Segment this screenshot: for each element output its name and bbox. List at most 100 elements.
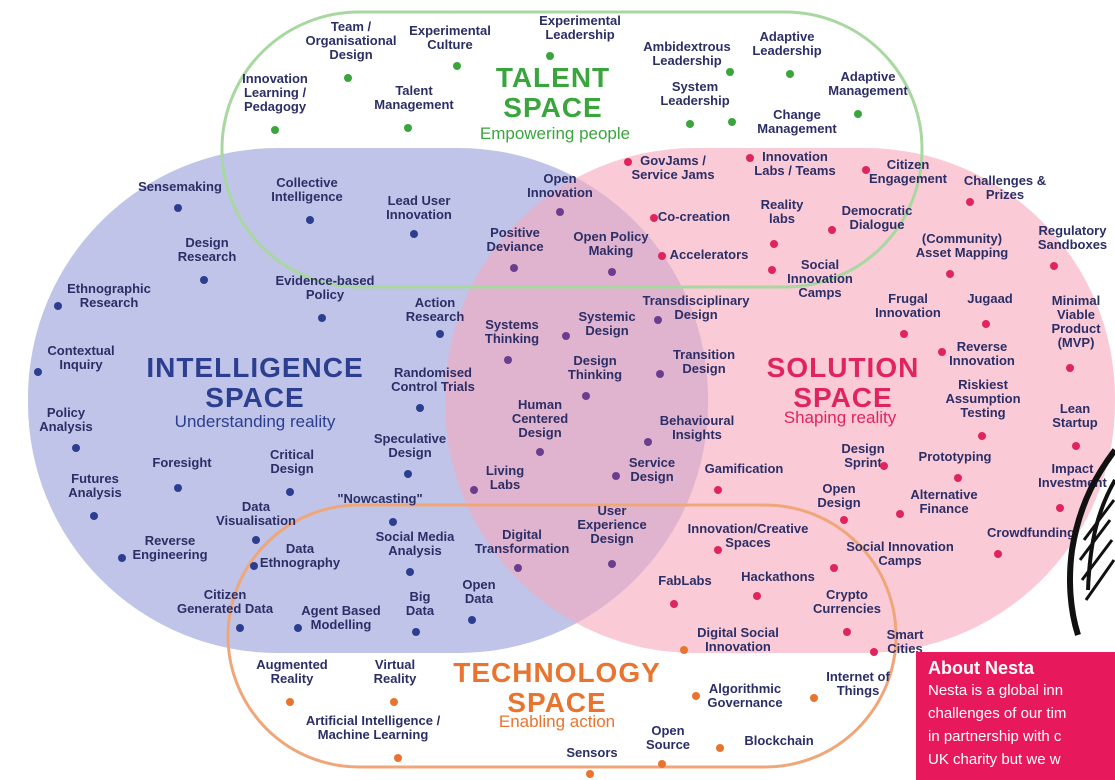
- method-label: Agent Based Modelling: [301, 603, 381, 632]
- method-label: Team / Organisational Design: [305, 19, 397, 62]
- method-label: (Community) Asset Mapping: [915, 231, 1009, 260]
- method-label: Data Visualisation: [216, 499, 296, 528]
- method-label: Open Design: [817, 481, 861, 510]
- about-line: challenges of our tim: [928, 705, 1067, 722]
- method-label: Experimental Culture: [409, 23, 491, 52]
- method-label: Behavioural Insights: [659, 413, 735, 442]
- method-dot: [978, 432, 986, 440]
- method-dot: [880, 462, 888, 470]
- method-dot: [1056, 504, 1064, 512]
- method-dot: [770, 240, 778, 248]
- method-label: Frugal Innovation: [875, 291, 941, 320]
- technology-space-subtitle: Enabling action: [498, 712, 616, 731]
- method-label: Sensemaking: [138, 179, 222, 194]
- method-dot: [896, 510, 904, 518]
- method-dot: [656, 370, 664, 378]
- method-label: Collective Intelligence: [271, 175, 343, 204]
- method-label: Open Policy Making: [573, 229, 649, 258]
- method-label: Digital Social Innovation: [697, 625, 779, 654]
- method-label: Randomised Control Trials: [391, 365, 475, 394]
- method-dot: [608, 560, 616, 568]
- method-label: Transdisciplinary Design: [642, 293, 750, 322]
- method-dot: [994, 550, 1002, 558]
- method-label: Evidence-based Policy: [275, 273, 375, 302]
- method-label: Social Media Analysis: [375, 529, 455, 558]
- method-dot: [389, 518, 397, 526]
- method-dot: [982, 320, 990, 328]
- method-label: Design Research: [177, 235, 237, 264]
- about-line: Nesta is a global inn: [928, 682, 1064, 699]
- talent-space-title: TALENT SPACE: [495, 62, 611, 123]
- method-dot: [1050, 262, 1058, 270]
- method-label: Gamification: [704, 461, 784, 476]
- method-label: Co-creation: [657, 209, 731, 224]
- method-dot: [714, 486, 722, 494]
- method-label: Lead User Innovation: [386, 193, 452, 222]
- method-label: Riskiest Assumption Testing: [945, 377, 1021, 420]
- method-dot: [344, 74, 352, 82]
- method-label: Adaptive Leadership: [752, 29, 822, 58]
- method-label: Innovation Labs / Teams: [754, 149, 836, 178]
- technology-space-title: TECHNOLOGY SPACE: [453, 657, 661, 718]
- method-dot: [271, 126, 279, 134]
- method-dot: [174, 484, 182, 492]
- method-dot: [862, 166, 870, 174]
- method-dot: [786, 70, 794, 78]
- method-dot: [900, 330, 908, 338]
- method-dot: [250, 562, 258, 570]
- method-dot: [828, 226, 836, 234]
- method-label: User Experience Design: [577, 503, 647, 546]
- method-dot: [650, 214, 658, 222]
- method-label: Design Thinking: [567, 353, 623, 382]
- method-dot: [843, 628, 851, 636]
- method-dot: [200, 276, 208, 284]
- method-label: Alternative Finance: [910, 487, 978, 516]
- method-dot: [72, 444, 80, 452]
- method-label: Innovation/Creative Spaces: [687, 521, 809, 550]
- method-label: System Leadership: [660, 79, 730, 108]
- method-dot: [286, 698, 294, 706]
- method-label: Critical Design: [269, 447, 315, 476]
- method-dot: [286, 488, 294, 496]
- method-dot: [1072, 442, 1080, 450]
- method-dot: [390, 698, 398, 706]
- intelligence-space-subtitle: Understanding reality: [174, 412, 336, 431]
- method-label: Minimal Viable Product (MVP): [1051, 293, 1101, 350]
- method-dot: [118, 554, 126, 562]
- method-label: GovJams / Service Jams: [631, 153, 715, 182]
- method-dot: [608, 268, 616, 276]
- method-label: Experimental Leadership: [539, 13, 621, 42]
- method-dot: [768, 266, 776, 274]
- method-dot: [306, 216, 314, 224]
- method-dot: [562, 332, 570, 340]
- method-dot: [504, 356, 512, 364]
- method-label: Blockchain: [744, 733, 814, 748]
- method-label: Human Centered Design: [511, 397, 569, 440]
- method-dot: [318, 314, 326, 322]
- method-label: Talent Management: [374, 83, 454, 112]
- method-dot: [686, 120, 694, 128]
- method-label: Virtual Reality: [373, 657, 417, 686]
- method-label: Adaptive Management: [828, 69, 908, 98]
- method-dot: [404, 470, 412, 478]
- method-dot: [716, 744, 724, 752]
- method-dot: [946, 270, 954, 278]
- method-label: Democratic Dialogue: [841, 203, 913, 232]
- method-dot: [416, 404, 424, 412]
- method-label: Ambidextrous Leadership: [643, 39, 731, 68]
- method-label: FabLabs: [658, 573, 712, 588]
- method-label: Action Research: [405, 295, 465, 324]
- method-label: Algorithmic Governance: [707, 681, 783, 710]
- method-label: Open Source: [645, 723, 691, 752]
- method-label: Systemic Design: [578, 309, 636, 338]
- method-label: Artificial Intelligence / Machine Learni…: [305, 713, 441, 742]
- method-dot: [582, 392, 590, 400]
- method-label: Challenges & Prizes: [963, 173, 1047, 202]
- method-label: Open Data: [462, 577, 496, 606]
- method-dot: [714, 546, 722, 554]
- method-dot: [453, 62, 461, 70]
- method-dot: [753, 592, 761, 600]
- method-dot: [406, 568, 414, 576]
- method-label: "Nowcasting": [337, 491, 423, 506]
